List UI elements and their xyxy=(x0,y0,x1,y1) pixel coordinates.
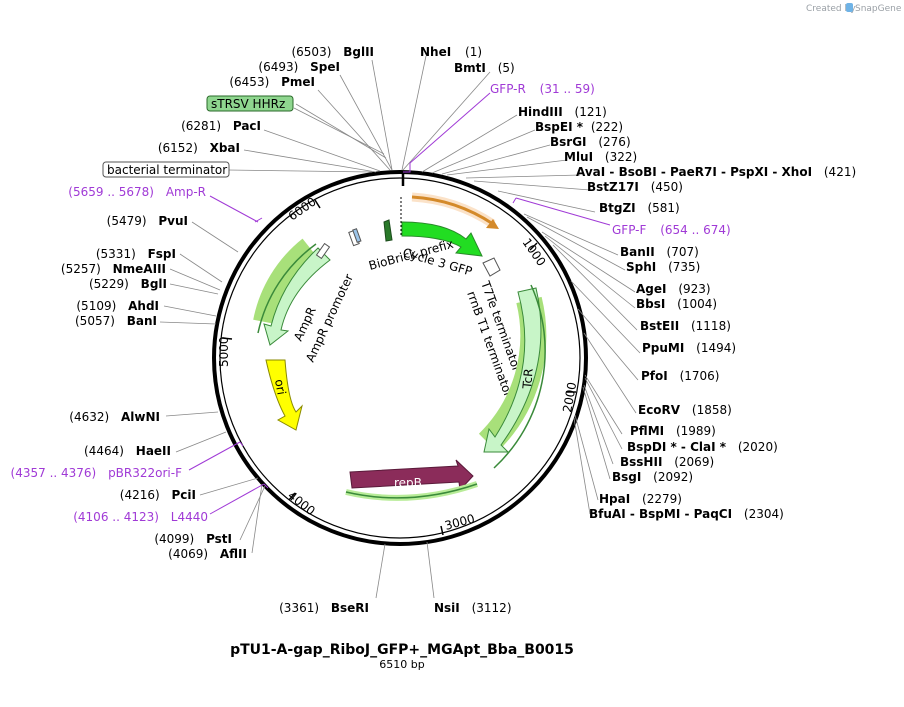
site-label-bseri[interactable]: (3361) BseRI xyxy=(279,601,369,615)
site-label-psti[interactable]: (4099) PstI xyxy=(154,532,232,546)
tick-label-2000: 2000 xyxy=(560,381,579,414)
primer-gfp-r-marker xyxy=(403,163,411,173)
feature-biobrick-blue-box xyxy=(352,228,362,243)
tick-3000 xyxy=(440,525,444,536)
feature-riboj-block xyxy=(383,219,393,242)
feature-ampr-promoter-box xyxy=(315,242,331,260)
site-label-pvui[interactable]: (5479) PvuI xyxy=(107,214,188,228)
site-label-bspei[interactable]: BspEI * (222) xyxy=(535,120,623,134)
site-label-hindiii[interactable]: HindIII (121) xyxy=(518,105,607,119)
site-label-pflmi[interactable]: PflMI (1989) xyxy=(630,424,716,438)
bacterial-terminator-box xyxy=(102,161,230,178)
site-label-bgli[interactable]: (5229) BglI xyxy=(89,277,167,291)
tick-6000 xyxy=(314,199,321,209)
repb-green-arc xyxy=(345,483,478,499)
site-label-bani[interactable]: (5057) BanI xyxy=(75,314,157,328)
primer-markers xyxy=(188,92,611,515)
site-label-nsii[interactable]: NsiI (3112) xyxy=(434,601,512,615)
strsv-label: sTRSV HHRz xyxy=(211,97,285,111)
plasmid-size: 6510 bp xyxy=(379,658,424,671)
primer-label-amp-r[interactable]: (5659 .. 5678) Amp-R xyxy=(68,185,206,199)
tick-label-5000: 5000 xyxy=(217,336,231,367)
site-label-bbsi[interactable]: BbsI (1004) xyxy=(636,297,717,311)
bacterial-terminator-label: bacterial terminator xyxy=(107,163,227,177)
feature-label-tcr: TcR xyxy=(520,368,536,390)
orange-feature-arrowhead xyxy=(486,219,499,229)
site-label-nhei[interactable]: NheI (1) xyxy=(420,45,482,59)
feature-label-repb: repB xyxy=(394,476,422,490)
tick-5000 xyxy=(221,337,233,340)
feature-label-ori: ori xyxy=(272,378,288,396)
site-label-bsteii[interactable]: BstEII (1118) xyxy=(640,319,731,333)
boxed-feature-strsv[interactable]: sTRSV HHRz xyxy=(206,95,294,112)
site-label-agei[interactable]: AgeI (923) xyxy=(636,282,711,296)
site-label-bstz17i[interactable]: BstZ17I (450) xyxy=(587,180,683,194)
boxed-feature-bacterial-terminator[interactable]: bacterial terminator xyxy=(102,161,230,178)
feature-ori[interactable] xyxy=(265,359,303,431)
site-label-ecorv[interactable]: EcoRV (1858) xyxy=(638,403,732,417)
site-label-bmti[interactable]: BmtI (5) xyxy=(454,61,515,75)
site-label-avai-group[interactable]: AvaI - BsoBI - PaeR7I - PspXI - XhoI (42… xyxy=(576,165,856,179)
site-label-paci[interactable]: (6281) PacI xyxy=(181,119,261,133)
site-label-banii[interactable]: BanII (707) xyxy=(620,245,699,259)
backbone-inner xyxy=(219,177,581,539)
site-label-xbai[interactable]: (6152) XbaI xyxy=(158,141,240,155)
site-label-haeii[interactable]: (4464) HaeII xyxy=(84,444,171,458)
site-labels-left: (3361) BseRI (4069) AflII (4099) PstI (4… xyxy=(61,45,374,615)
created-by-text: Created by xyxy=(806,4,856,14)
primer-label-gfp-r[interactable]: GFP-R (31 .. 59) xyxy=(490,82,595,96)
site-label-bsrgi[interactable]: BsrGI (276) xyxy=(550,135,631,149)
feature-tcr[interactable] xyxy=(483,287,542,453)
ampr-outer-arc xyxy=(257,243,317,334)
site-label-pcii[interactable]: (4216) PciI xyxy=(120,488,196,502)
primer-label-l4440[interactable]: (4106 .. 4123) L4440 xyxy=(73,510,208,524)
site-label-alwni[interactable]: (4632) AlwNI xyxy=(69,410,160,424)
site-label-ahdi[interactable]: (5109) AhdI xyxy=(76,299,159,313)
feature-terminator-block xyxy=(482,257,501,277)
feature-cycle3-gfp[interactable] xyxy=(401,221,483,257)
site-label-bglii[interactable]: (6503) BglII xyxy=(291,45,374,59)
site-label-fspi[interactable]: (5331) FspI xyxy=(96,247,176,261)
tcr-outer-arc xyxy=(493,284,546,469)
primer-labels: GFP-R (31 .. 59) GFP-F (654 .. 674) (565… xyxy=(11,82,731,524)
site-label-bsgi[interactable]: BsgI (2092) xyxy=(612,470,693,484)
snapgene-text: SnapGene xyxy=(855,4,902,14)
site-label-spei[interactable]: (6493) SpeI xyxy=(258,60,340,74)
site-label-hpai[interactable]: HpaI (2279) xyxy=(599,492,682,506)
tick-4000 xyxy=(288,492,296,501)
orange-feature-arc xyxy=(411,195,494,226)
site-label-bsshii[interactable]: BssHII (2069) xyxy=(620,455,714,469)
feature-ampr[interactable] xyxy=(263,247,331,346)
snapgene-logo-icon xyxy=(846,3,853,12)
site-label-mlui[interactable]: MluI (322) xyxy=(564,150,637,164)
site-label-sphi[interactable]: SphI (735) xyxy=(626,260,700,274)
site-label-ppumi[interactable]: PpuMI (1494) xyxy=(642,341,736,355)
site-label-bspdi-clai[interactable]: BspDI * - ClaI * (2020) xyxy=(627,440,778,454)
strsv-box xyxy=(206,95,294,112)
primer-label-gfp-f[interactable]: GFP-F (654 .. 674) xyxy=(612,223,731,237)
orange-feature-highlight xyxy=(411,192,496,228)
site-label-nmeaiii[interactable]: (5257) NmeAIII xyxy=(61,262,166,276)
plasmid-title: pTU1-A-gap_RiboJ_GFP+_MGApt_Bba_B0015 xyxy=(230,642,574,658)
site-label-btgzi[interactable]: BtgZI (581) xyxy=(599,201,680,215)
site-label-pmei[interactable]: (6453) PmeI xyxy=(229,75,315,89)
site-labels: NheI (1) BmtI (5) HindIII (121) BspEI * … xyxy=(420,45,856,615)
tick-1000 xyxy=(529,242,538,251)
site-label-aflii[interactable]: (4069) AflII xyxy=(168,547,247,561)
backbone-outer xyxy=(212,170,588,546)
primer-label-pbr322ori-f[interactable]: (4357 .. 4376) pBR322ori-F xyxy=(11,466,183,480)
site-label-pfoi[interactable]: PfoI (1706) xyxy=(641,369,719,383)
feature-repb[interactable] xyxy=(349,459,474,492)
leader-lines xyxy=(159,55,641,599)
site-label-bfuai-group[interactable]: BfuAI - BspMI - PaqCI (2304) xyxy=(589,507,784,521)
snapgene-branding: Created by SnapGene xyxy=(806,3,902,14)
